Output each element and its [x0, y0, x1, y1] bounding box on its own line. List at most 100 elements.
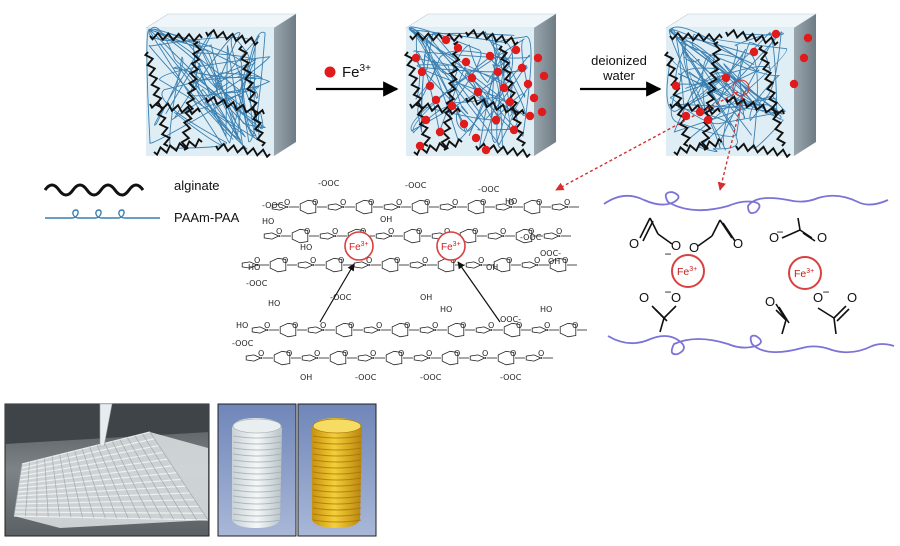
svg-text:OH: OH — [380, 215, 392, 224]
svg-text:HO: HO — [248, 263, 260, 272]
svg-text:HO: HO — [540, 305, 552, 314]
svg-text:-OOC: -OOC — [246, 279, 268, 288]
svg-text:HO: HO — [262, 217, 274, 226]
hydrogel-cube-3 — [665, 14, 816, 157]
paam-legend-label: PAAm-PAA — [174, 210, 240, 225]
svg-text:O: O — [332, 227, 338, 236]
svg-text:-OOC: -OOC — [500, 373, 522, 382]
svg-text:O: O — [340, 198, 346, 207]
svg-text:O: O — [482, 349, 488, 358]
svg-text:O: O — [671, 238, 681, 253]
svg-text:O: O — [472, 227, 478, 236]
alginate-legend-label: alginate — [174, 178, 220, 193]
svg-text:HO: HO — [268, 299, 280, 308]
svg-text:HO: HO — [236, 321, 248, 330]
svg-text:O: O — [488, 321, 494, 330]
svg-text:O: O — [480, 198, 486, 207]
svg-text:−: − — [776, 225, 783, 239]
svg-text:O: O — [396, 198, 402, 207]
svg-text:O: O — [258, 349, 264, 358]
svg-text:O: O — [452, 198, 458, 207]
paam-legend-line — [45, 210, 160, 218]
svg-text:O: O — [432, 321, 438, 330]
svg-text:O: O — [538, 349, 544, 358]
svg-text:OH: OH — [300, 373, 312, 382]
yellow-tube-photo — [298, 404, 376, 536]
svg-text:OOC-: OOC- — [500, 315, 521, 324]
svg-text:O: O — [424, 198, 430, 207]
svg-text:O: O — [282, 256, 288, 265]
svg-text:HO: HO — [300, 243, 312, 252]
svg-text:-OOC: -OOC — [262, 201, 284, 210]
svg-text:O: O — [629, 236, 639, 251]
svg-text:O: O — [564, 198, 570, 207]
svg-text:O: O — [310, 256, 316, 265]
wash-label-line2: water — [602, 68, 635, 83]
svg-text:O: O — [416, 227, 422, 236]
hydrogel-cube-1 — [145, 14, 296, 157]
svg-text:-OOC: -OOC — [420, 373, 442, 382]
svg-text:O: O — [500, 227, 506, 236]
svg-text:O: O — [368, 198, 374, 207]
fe-legend-dot — [325, 67, 336, 78]
svg-text:HO: HO — [440, 305, 452, 314]
svg-text:O: O — [338, 256, 344, 265]
svg-text:OH: OH — [420, 293, 432, 302]
svg-text:-OOC: -OOC — [405, 181, 427, 190]
svg-text:O: O — [398, 349, 404, 358]
svg-text:O: O — [689, 240, 699, 255]
svg-text:−: − — [664, 285, 671, 299]
svg-text:O: O — [376, 321, 382, 330]
svg-text:-OOC: -OOC — [355, 373, 377, 382]
svg-text:O: O — [733, 236, 743, 251]
svg-text:O: O — [388, 227, 394, 236]
svg-text:O: O — [572, 321, 578, 330]
svg-text:O: O — [460, 321, 466, 330]
svg-text:O: O — [765, 294, 775, 309]
svg-text:O: O — [544, 321, 550, 330]
svg-text:O: O — [536, 198, 542, 207]
svg-text:O: O — [286, 349, 292, 358]
svg-text:O: O — [426, 349, 432, 358]
svg-text:O: O — [847, 290, 857, 305]
svg-text:-OOC: -OOC — [520, 233, 542, 242]
svg-text:O: O — [284, 198, 290, 207]
svg-text:O: O — [292, 321, 298, 330]
printed-mesh-photo — [5, 404, 209, 536]
clear-tube-photo — [218, 404, 296, 536]
svg-text:O: O — [342, 349, 348, 358]
svg-text:O: O — [454, 349, 460, 358]
svg-text:OH: OH — [548, 257, 560, 266]
svg-text:O: O — [264, 321, 270, 330]
svg-text:O: O — [671, 290, 681, 305]
svg-text:O: O — [562, 256, 568, 265]
svg-text:O: O — [314, 349, 320, 358]
hydrogel-cube-2 — [405, 14, 556, 157]
svg-text:O: O — [394, 256, 400, 265]
svg-text:O: O — [422, 256, 428, 265]
svg-text:HO: HO — [505, 197, 517, 206]
fe-ion-label: Fe3+ — [342, 63, 371, 81]
svg-text:O: O — [639, 290, 649, 305]
hydrogel-cubes — [145, 14, 816, 157]
svg-text:O: O — [506, 256, 512, 265]
svg-text:O: O — [276, 227, 282, 236]
svg-text:O: O — [304, 227, 310, 236]
svg-text:O: O — [320, 321, 326, 330]
svg-text:-OOC: -OOC — [330, 293, 352, 302]
alginate-legend-line — [45, 185, 143, 195]
svg-text:O: O — [510, 349, 516, 358]
svg-text:OH: OH — [486, 263, 498, 272]
svg-text:−: − — [664, 247, 671, 261]
svg-text:O: O — [404, 321, 410, 330]
svg-text:−: − — [822, 285, 829, 299]
svg-text:-OOC: -OOC — [478, 185, 500, 194]
svg-text:O: O — [312, 198, 318, 207]
svg-text:O: O — [478, 256, 484, 265]
svg-text:O: O — [348, 321, 354, 330]
svg-text:O: O — [556, 227, 562, 236]
